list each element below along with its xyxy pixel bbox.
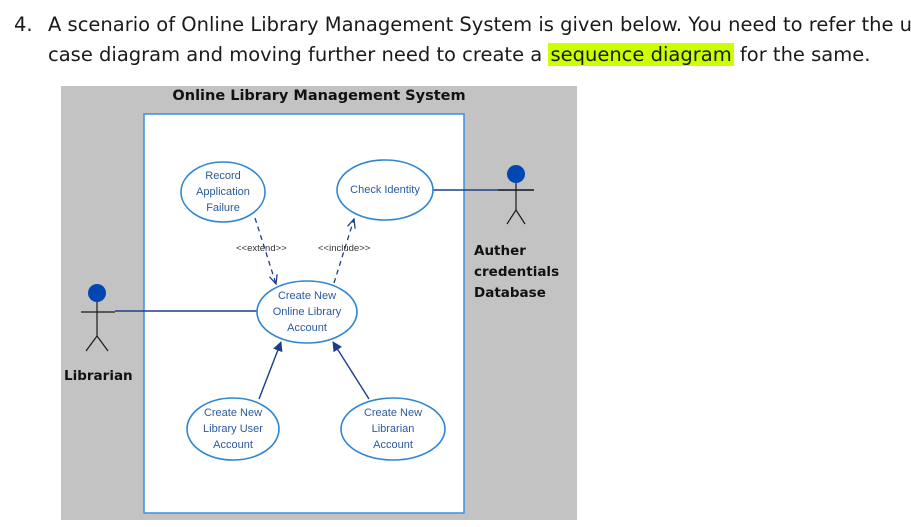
usecase-create-user-account-label: Create New Library User Account — [203, 407, 263, 451]
question-line-2-before: case diagram and moving further need to … — [48, 43, 543, 66]
diagram-canvas — [81, 113, 534, 514]
usecase-check-identity-label: Check Identity — [350, 184, 420, 196]
extend-arrow — [254, 217, 276, 284]
question-line-2: case diagram and moving further need to … — [48, 40, 870, 70]
generalization-arrow-user — [258, 341, 283, 400]
usecase-check-identity — [336, 159, 434, 221]
highlighted-phrase: sequence diagram — [548, 43, 734, 66]
question-line-1: A scenario of Online Library Management … — [48, 13, 911, 36]
usecase-record-failure — [180, 161, 266, 223]
include-arrow — [333, 219, 354, 284]
question-number: 4. — [14, 13, 33, 36]
usecase-create-librarian-account-label: Create New Librarian Account — [363, 407, 423, 451]
database-label: Auther credentials Database — [474, 243, 560, 301]
include-label: <<include>> — [318, 243, 371, 254]
librarian-actor-icon — [81, 284, 115, 352]
extend-label: <<extend>> — [236, 243, 287, 254]
use-case-diagram: Online Library Management System Record … — [61, 86, 577, 520]
usecase-create-online-account — [256, 280, 358, 344]
usecase-create-user-account — [186, 397, 280, 461]
generalization-arrow-librarian — [332, 341, 370, 400]
librarian-label: Librarian — [64, 368, 133, 384]
question-line-2-after: for the same. — [739, 43, 871, 66]
system-title: Online Library Management System — [172, 88, 466, 104]
database-actor-icon — [498, 165, 534, 225]
usecase-record-failure-label: Record Application Failure — [196, 170, 250, 214]
usecase-create-librarian-account — [340, 397, 446, 461]
usecase-create-online-account-label: Create New Online Library Account — [272, 290, 342, 334]
